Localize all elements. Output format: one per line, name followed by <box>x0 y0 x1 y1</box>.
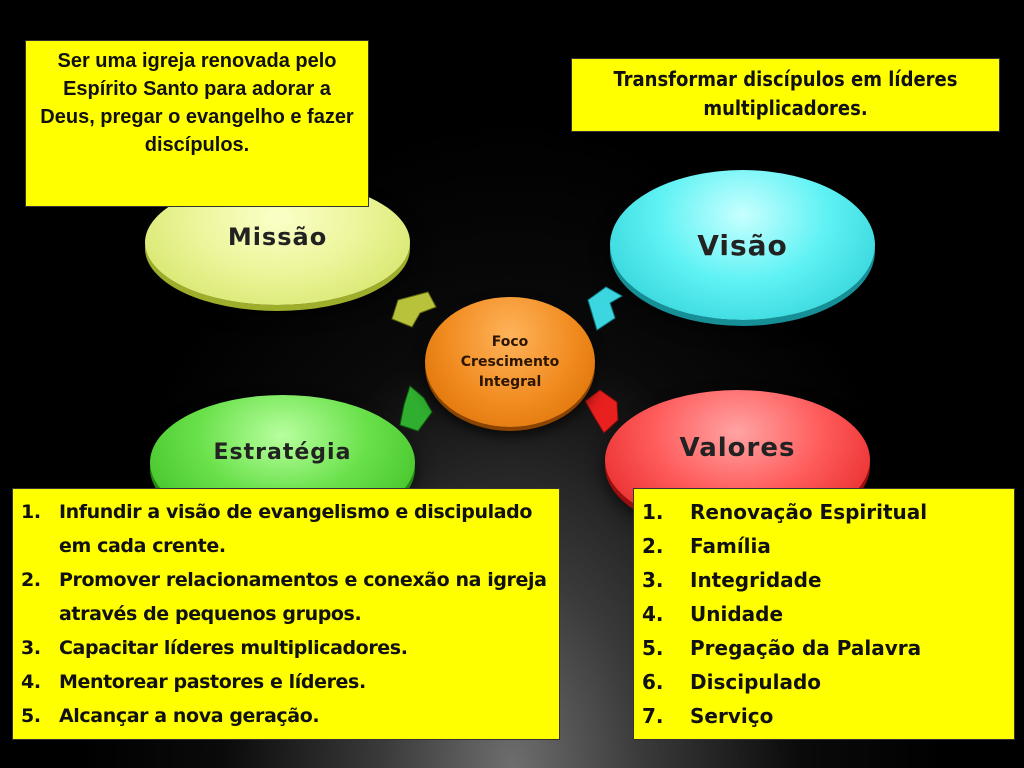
missao-description: Ser uma igreja renovada pelo Espírito Sa… <box>25 40 369 207</box>
list-item-text: Serviço <box>690 704 774 728</box>
list-item: 4. Unidade <box>642 597 1006 631</box>
list-item: 5. Pregação da Palavra <box>642 631 1006 665</box>
list-item-number: 7. <box>642 704 664 728</box>
estrategia-list-box: 1. Infundir a visão de evangelismo e disc… <box>12 488 560 740</box>
list-item-number: 5. <box>21 705 41 727</box>
list-item-number: 6. <box>642 670 664 694</box>
estrategia-list: 1. Infundir a visão de evangelismo e disc… <box>21 495 551 733</box>
list-item: 1. Renovação Espiritual <box>642 495 1006 529</box>
list-item-number: 5. <box>642 636 664 660</box>
list-item-text: Alcançar a nova geração. <box>59 705 320 727</box>
node-visao: Visão <box>610 170 875 320</box>
list-item: 7. Serviço <box>642 699 1006 733</box>
list-item: 5. Alcançar a nova geração. <box>21 699 551 733</box>
visao-description: Transformar discípulos em líderes multip… <box>571 58 1000 132</box>
node-estrategia-label: Estratégia <box>213 440 352 465</box>
node-valores-label: Valores <box>679 433 796 463</box>
arrow-to-estrategia <box>399 385 433 432</box>
list-item-text: Discipulado <box>690 670 822 694</box>
list-item: 2. Promover relacionamentos e conexão na … <box>21 563 551 631</box>
list-item-text: Renovação Espiritual <box>690 500 928 524</box>
list-item-text: Capacitar líderes multiplicadores. <box>59 637 408 659</box>
list-item: 3. Capacitar líderes multiplicadores. <box>21 631 551 665</box>
list-item: 2. Família <box>642 529 1006 563</box>
list-item: 6. Discipulado <box>642 665 1006 699</box>
valores-list: 1. Renovação Espiritual 2. Família 3. Integ… <box>642 495 1006 733</box>
node-visao-label: Visão <box>697 228 788 262</box>
list-item: 3. Integridade <box>642 563 1006 597</box>
valores-list-box: 1. Renovação Espiritual 2. Família 3. Integ… <box>633 488 1015 740</box>
list-item-text: Integridade <box>690 568 822 592</box>
list-item-number: 2. <box>21 569 41 591</box>
list-item-text: Unidade <box>690 602 784 626</box>
arrow-to-valores <box>584 389 619 434</box>
list-item-number: 3. <box>21 637 41 659</box>
list-item: 4. Mentorear pastores e líderes. <box>21 665 551 699</box>
center-node: Foco Crescimento Integral <box>425 297 595 427</box>
list-item-text: Promover relacionamentos e conexão na ig… <box>59 569 547 625</box>
list-item-number: 1. <box>642 500 664 524</box>
list-item-text: Pregação da Palavra <box>690 636 922 660</box>
center-line-1: Foco <box>491 334 529 350</box>
center-line-2: Crescimento <box>460 354 560 370</box>
list-item-number: 3. <box>642 568 664 592</box>
list-item-number: 2. <box>642 534 664 558</box>
center-line-3: Integral <box>478 374 542 390</box>
list-item-text: Família <box>690 534 771 558</box>
list-item-text: Mentorear pastores e líderes. <box>59 671 366 693</box>
arrow-to-missao <box>391 291 437 328</box>
list-item-number: 1. <box>21 501 41 523</box>
list-item-text: Infundir a visão de evangelismo e discip… <box>59 501 532 557</box>
arrow-to-visao <box>587 286 624 331</box>
node-missao-label: Missão <box>227 222 328 251</box>
list-item-number: 4. <box>642 602 664 626</box>
list-item-number: 4. <box>21 671 41 693</box>
list-item: 1. Infundir a visão de evangelismo e disc… <box>21 495 551 563</box>
